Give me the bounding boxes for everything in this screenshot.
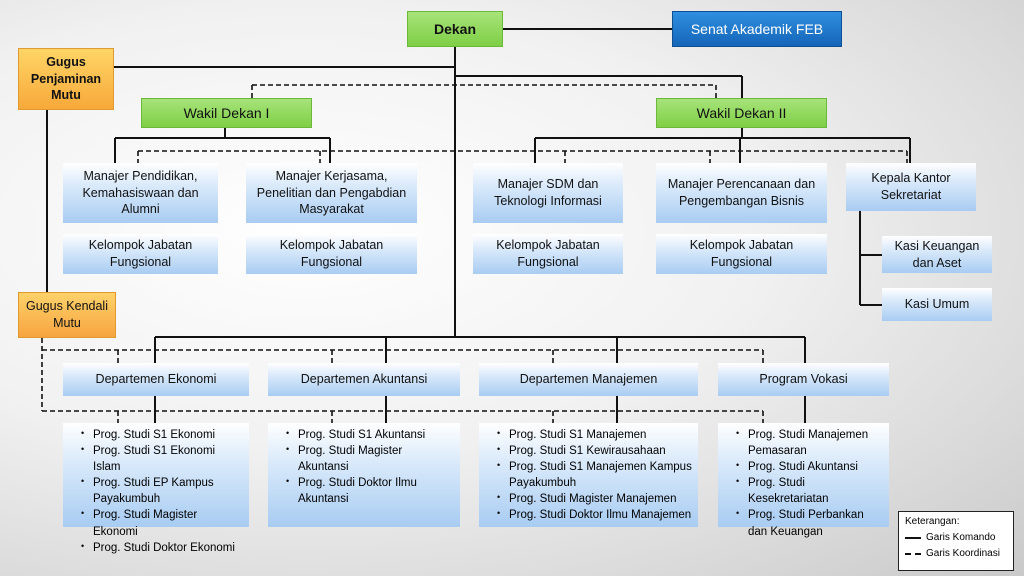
manajer-pendidikan-label: Manajer Pendidikan, Kemahasiswaan dan Al… [82, 168, 199, 217]
wakil-dekan-1-label: Wakil Dekan I [183, 104, 270, 121]
program-item: Prog. Studi S1 Kewirausahaan [497, 443, 692, 459]
program-item: Prog. Studi S1 Ekonomi Islam [81, 443, 243, 475]
kasi-umum-box: Kasi Umum [882, 288, 992, 321]
program-item: Prog. Studi S1 Akuntansi [286, 427, 454, 443]
kjf-2-label: Kelompok Jabatan Fungsional [279, 238, 384, 269]
departemen-akuntansi-label: Departemen Akuntansi [300, 372, 428, 387]
legend-title: Keterangan: [905, 516, 960, 527]
legend-solid-row: Garis Komando [905, 532, 1007, 543]
wakil-dekan-2-label: Wakil Dekan II [696, 104, 787, 121]
manajer-sdm-label: Manajer SDM dan Teknologi Informasi [494, 177, 602, 208]
legend-dashed-label: Garis Koordinasi [926, 548, 1000, 559]
departemen-akuntansi-box: Departemen Akuntansi [268, 363, 460, 396]
program-item: Prog. Studi Manajemen Pemasaran [736, 427, 883, 459]
program-vokasi-box: Program Vokasi [718, 363, 889, 396]
kjf-3-label: Kelompok Jabatan Fungsional [496, 238, 600, 269]
kasi-keuangan-label: Kasi Keuangan dan Aset [894, 238, 980, 270]
departemen-manajemen-label: Departemen Manajemen [519, 372, 658, 387]
kelompok-jabatan-fungsional-4: Kelompok Jabatan Fungsional [656, 234, 827, 274]
program-list-manajemen: Prog. Studi S1 Manajemen Prog. Studi S1 … [479, 423, 698, 527]
program-item: Prog. Studi Doktor Ilmu Akuntansi [286, 475, 454, 507]
manajer-perencanaan-label: Manajer Perencanaan dan Pengembangan Bis… [667, 177, 816, 208]
senat-akademik-label: Senat Akademik FEB [690, 20, 824, 37]
program-item: Prog. Studi Magister Manajemen [497, 491, 692, 507]
departemen-ekonomi-box: Departemen Ekonomi [63, 363, 249, 396]
senat-akademik-box: Senat Akademik FEB [672, 11, 842, 47]
dekan-label: Dekan [433, 20, 477, 37]
wakil-dekan-1-box: Wakil Dekan I [141, 98, 312, 128]
kelompok-jabatan-fungsional-2: Kelompok Jabatan Fungsional [246, 234, 417, 274]
kelompok-jabatan-fungsional-3: Kelompok Jabatan Fungsional [473, 234, 623, 274]
manajer-sdm-box: Manajer SDM dan Teknologi Informasi [473, 163, 623, 223]
departemen-ekonomi-label: Departemen Ekonomi [95, 372, 217, 387]
kepala-kantor-label: Kepala Kantor Sekretariat [871, 171, 951, 202]
solid-line-swatch [905, 536, 921, 539]
manajer-kerjasama-label: Manajer Kerjasama, Penelitian dan Pengab… [256, 168, 407, 217]
program-item: Prog. Studi S1 Ekonomi [81, 427, 243, 443]
program-item: Prog. Studi Magister Akuntansi [286, 443, 454, 475]
program-list-akuntansi: Prog. Studi S1 Akuntansi Prog. Studi Mag… [268, 423, 460, 527]
dashed-line-swatch [905, 552, 921, 555]
gugus-kendali-mutu-box: Gugus Kendali Mutu [18, 292, 116, 338]
manajer-perencanaan-box: Manajer Perencanaan dan Pengembangan Bis… [656, 163, 827, 223]
program-list-ekonomi: Prog. Studi S1 Ekonomi Prog. Studi S1 Ek… [63, 423, 249, 554]
program-item: Prog. Studi S1 Manajemen Kampus Payakumb… [497, 459, 692, 491]
dekan-box: Dekan [407, 11, 503, 47]
legend-dashed-row: Garis Koordinasi [905, 548, 1007, 559]
kasi-keuangan-box: Kasi Keuangan dan Aset [882, 236, 992, 273]
program-item: Prog. Studi Doktor Ilmu Manajemen [497, 507, 692, 523]
manajer-kerjasama-box: Manajer Kerjasama, Penelitian dan Pengab… [246, 163, 417, 223]
departemen-manajemen-box: Departemen Manajemen [479, 363, 698, 396]
program-item: Prog. Studi Perbankan dan Keuangan [736, 507, 883, 539]
wakil-dekan-2-box: Wakil Dekan II [656, 98, 827, 128]
kepala-kantor-box: Kepala Kantor Sekretariat [846, 163, 976, 211]
kjf-1-label: Kelompok Jabatan Fungsional [88, 238, 193, 269]
program-item: Prog. Studi Doktor Ekonomi [81, 540, 243, 556]
gugus-penjaminan-mutu-label: Gugus Penjaminan Mutu [30, 54, 102, 103]
program-list-vokasi: Prog. Studi Manajemen Pemasaran Prog. St… [718, 423, 889, 538]
program-item: Prog. Studi Akuntansi [736, 459, 883, 475]
program-item: Prog. Studi Magister Ekonomi [81, 507, 243, 539]
kelompok-jabatan-fungsional-1: Kelompok Jabatan Fungsional [63, 234, 218, 274]
program-vokasi-label: Program Vokasi [759, 372, 848, 387]
gugus-kendali-mutu-label: Gugus Kendali Mutu [25, 299, 108, 330]
gugus-penjaminan-mutu-box: Gugus Penjaminan Mutu [18, 48, 114, 110]
legend-solid-label: Garis Komando [926, 532, 996, 543]
kjf-4-label: Kelompok Jabatan Fungsional [689, 238, 794, 269]
kasi-umum-label: Kasi Umum [904, 297, 970, 312]
program-item: Prog. Studi EP Kampus Payakumbuh [81, 475, 243, 507]
legend: Keterangan: Garis Komando Garis Koordina… [898, 511, 1014, 571]
program-item: Prog. Studi S1 Manajemen [497, 427, 692, 443]
manajer-pendidikan-box: Manajer Pendidikan, Kemahasiswaan dan Al… [63, 163, 218, 223]
program-item: Prog. Studi Kesekretariatan [736, 475, 883, 507]
